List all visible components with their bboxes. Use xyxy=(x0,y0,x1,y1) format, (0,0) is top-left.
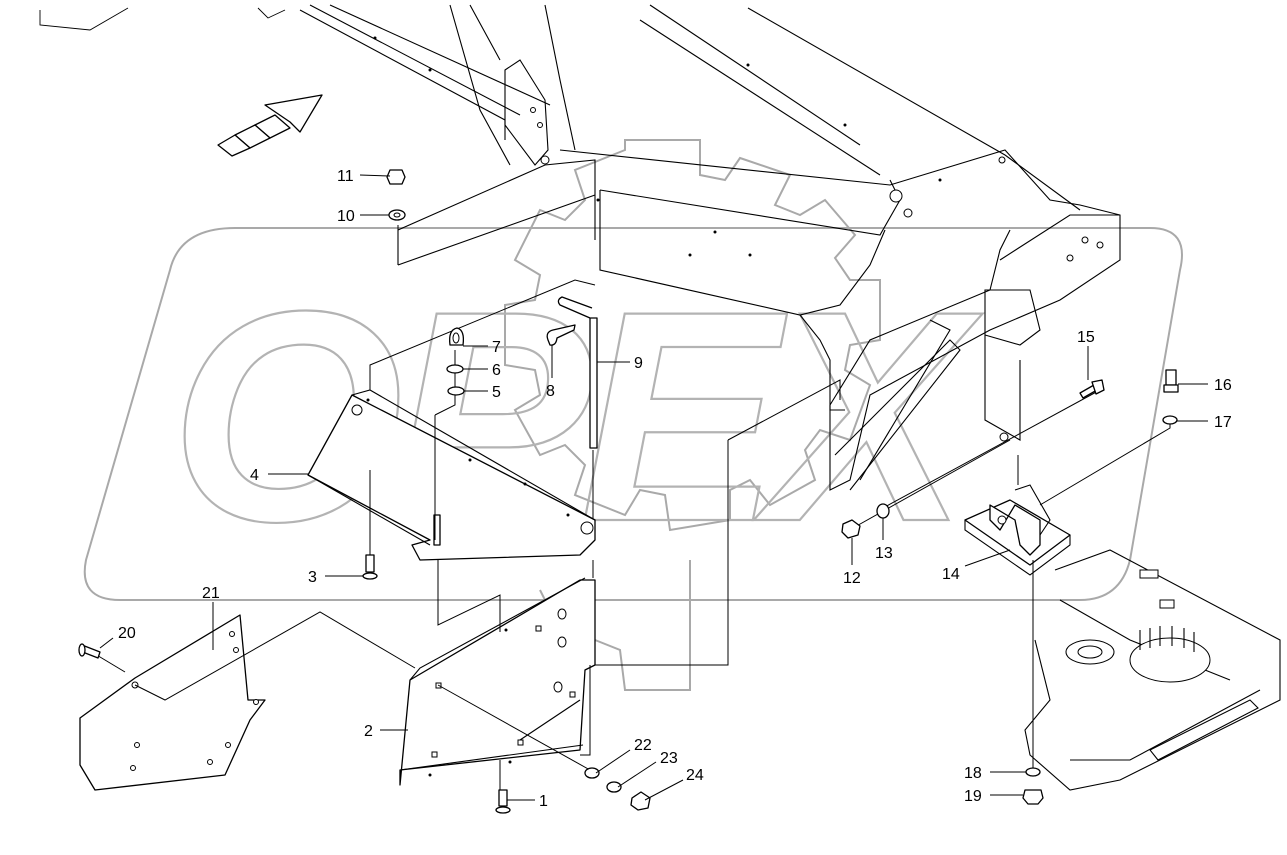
callout-11: 11 xyxy=(337,168,354,185)
callout-7: 7 xyxy=(492,339,501,356)
callout-9: 9 xyxy=(634,355,643,372)
frame-structure xyxy=(39,4,1121,491)
part-5-washer xyxy=(447,386,465,396)
part-18-washer xyxy=(1025,767,1041,777)
part-11-nut xyxy=(386,169,406,185)
part-24-nut xyxy=(630,791,651,811)
callout-labels: 11 10 7 6 5 8 9 4 3 2 1 21 20 22 23 24 1… xyxy=(118,168,1232,810)
part-12-nut xyxy=(841,519,861,539)
part-3-bolt xyxy=(365,554,375,573)
callout-12: 12 xyxy=(843,570,861,587)
part-19-nut xyxy=(1022,789,1044,805)
callout-1: 1 xyxy=(539,793,548,810)
part-17-washer xyxy=(1162,415,1178,425)
callout-16: 16 xyxy=(1214,377,1232,394)
callout-22: 22 xyxy=(634,737,652,754)
callout-21: 21 xyxy=(202,585,220,602)
callout-19: 19 xyxy=(964,788,982,805)
callout-6: 6 xyxy=(492,362,501,379)
callout-5: 5 xyxy=(492,384,501,401)
part-16-bolt xyxy=(1165,369,1177,386)
callout-23: 23 xyxy=(660,750,678,767)
callout-13: 13 xyxy=(875,545,893,562)
part-1-bolt xyxy=(498,789,508,807)
callout-8: 8 xyxy=(546,383,555,400)
callout-leaders xyxy=(99,174,1208,801)
callout-17: 17 xyxy=(1214,414,1232,431)
turntable-base xyxy=(1024,549,1281,791)
callout-20: 20 xyxy=(118,625,136,642)
assembly-lines xyxy=(84,225,1171,800)
callout-18: 18 xyxy=(964,765,982,782)
callout-24: 24 xyxy=(686,767,704,784)
part-10-plate-outline xyxy=(397,159,596,266)
part-8-cotter-pin xyxy=(546,324,576,346)
watermark: OPEX xyxy=(83,139,1183,691)
callout-4: 4 xyxy=(250,467,259,484)
part-13-washer xyxy=(876,503,890,519)
part-14-support xyxy=(964,484,1071,576)
part-21-plate xyxy=(79,614,266,791)
callout-15: 15 xyxy=(1077,329,1095,346)
part-23-washer xyxy=(606,781,622,793)
callout-14: 14 xyxy=(942,566,960,583)
direction-arrow-icon xyxy=(217,94,323,157)
callout-2: 2 xyxy=(364,723,373,740)
part-9-pin xyxy=(557,296,598,449)
part-6-washer xyxy=(446,364,464,374)
hardware xyxy=(78,169,1179,814)
part-2-bracket xyxy=(399,577,596,786)
callout-3: 3 xyxy=(308,569,317,586)
part-22-washer xyxy=(584,767,600,779)
callout-10: 10 xyxy=(337,208,355,225)
